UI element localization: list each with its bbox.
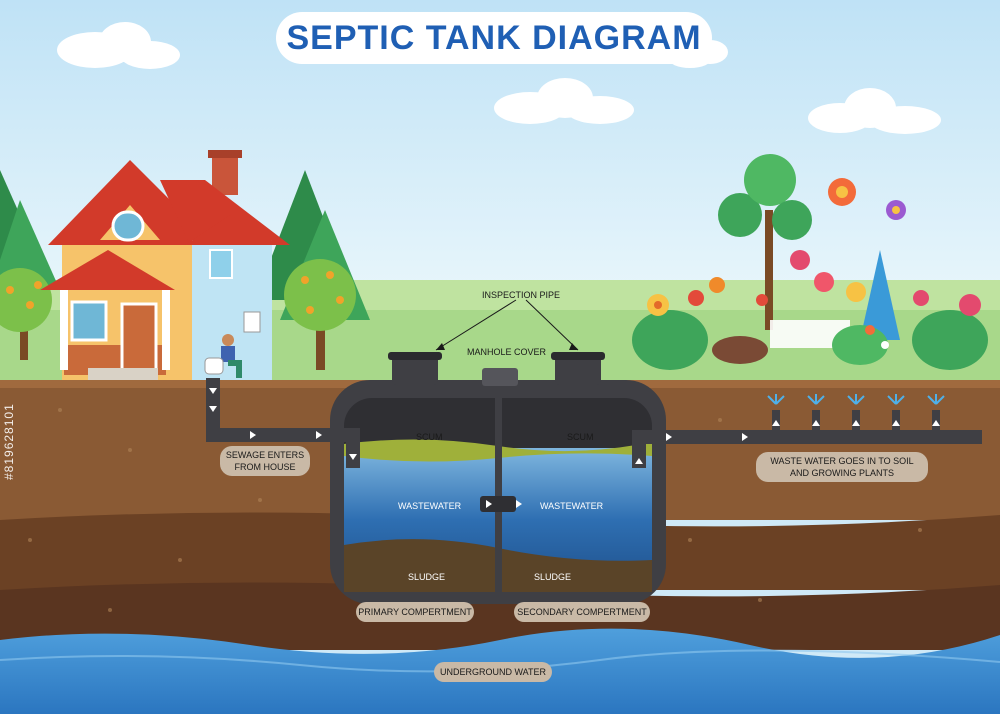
orange-tree-left (0, 268, 52, 360)
garden (632, 154, 988, 370)
page-title: SEPTIC TANK DIAGRAM (286, 18, 702, 57)
tank-partition (495, 398, 502, 592)
sludge-label-right: SLUDGE (534, 572, 572, 582)
drain-nozzles (767, 394, 945, 432)
soil-deep (0, 582, 1000, 650)
sewage-enters-label: SEWAGE ENTERS FROM HOUSE (220, 446, 310, 476)
outlet-pipe (632, 430, 982, 468)
stock-id-watermark: #819628101 (2, 403, 16, 480)
sewage-label-line2: FROM HOUSE (234, 462, 296, 472)
waste-water-soil-label: WASTE WATER GOES IN TO SOIL AND GROWING … (756, 452, 928, 482)
wastewater-label-right: WASTEWATER (540, 501, 604, 511)
clouds (57, 22, 941, 134)
man-on-toilet (204, 334, 242, 378)
sludge-label-left: SLUDGE (408, 572, 446, 582)
primary-compartment-label: PRIMARY COMPERTMENT (356, 602, 474, 622)
flow-arrows-outlet (635, 433, 748, 464)
inspection-pointers (435, 299, 579, 351)
manhole-left (392, 355, 438, 385)
drain-label-line1: WASTE WATER GOES IN TO SOIL (770, 456, 914, 466)
wastewater-label-left: WASTEWATER (398, 501, 462, 511)
drain-label-line2: AND GROWING PLANTS (789, 468, 894, 478)
underground-water-label: UNDERGROUND WATER (434, 662, 552, 682)
title-banner: SEPTIC TANK DIAGRAM (276, 12, 712, 64)
sewage-label-line1: SEWAGE ENTERS (225, 450, 305, 460)
inspection-pipe-label: INSPECTION PIPE (482, 290, 561, 300)
flow-arrows-inlet (209, 388, 357, 460)
manhole-right (555, 355, 601, 385)
secondary-compartment-label: SECONDARY COMPERTMENT (514, 602, 650, 622)
house (40, 150, 290, 380)
scum-label-left: SCUM (416, 432, 443, 442)
scum-label-right: SCUM (567, 432, 594, 442)
manhole-center (482, 368, 518, 386)
partition-arrows (486, 500, 522, 508)
orange-tree-right (284, 259, 356, 370)
manhole-cover-label: MANHOLE COVER (467, 347, 547, 357)
septic-tank (330, 352, 666, 604)
